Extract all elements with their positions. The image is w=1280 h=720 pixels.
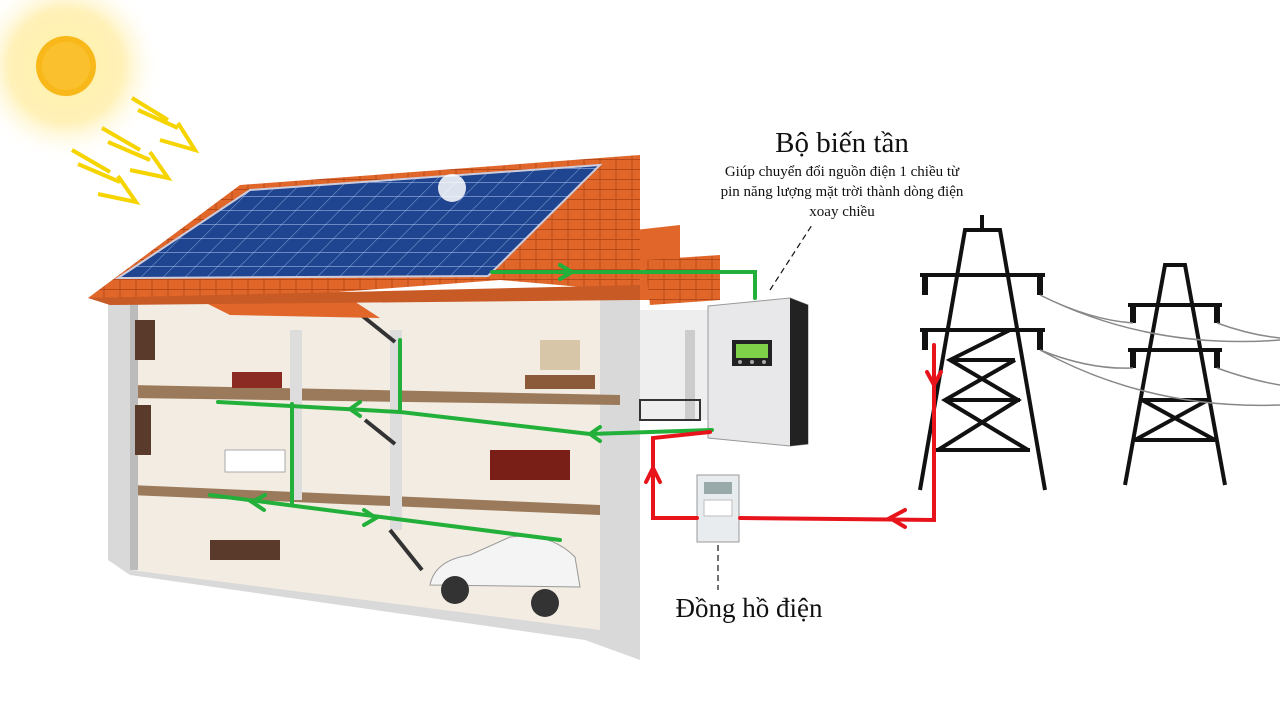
inverter-description-line: pin năng lượng mặt trời thành dòng điện — [721, 184, 964, 200]
power-lines — [1039, 294, 1280, 407]
sun-rays-icon — [70, 96, 200, 205]
grid-flow-lines — [644, 343, 943, 529]
inverter-description-line: Giúp chuyển đổi nguồn điện 1 chiều từ — [725, 164, 960, 180]
car-icon — [429, 535, 581, 617]
sun-icon — [0, 0, 161, 161]
solar-panel — [114, 163, 603, 280]
power-tower-icon — [918, 215, 1047, 491]
meter-label: Đồng hồ điện — [676, 593, 823, 623]
inverter-description-line: xoay chiều — [809, 204, 875, 220]
solar-flow-lines — [208, 263, 757, 542]
electric-meter — [696, 474, 740, 543]
power-tower-icon — [1123, 263, 1227, 486]
inverter-title: Bộ biến tần — [775, 127, 909, 159]
inverter-device — [707, 297, 809, 447]
inverter-leader-line — [769, 224, 813, 291]
